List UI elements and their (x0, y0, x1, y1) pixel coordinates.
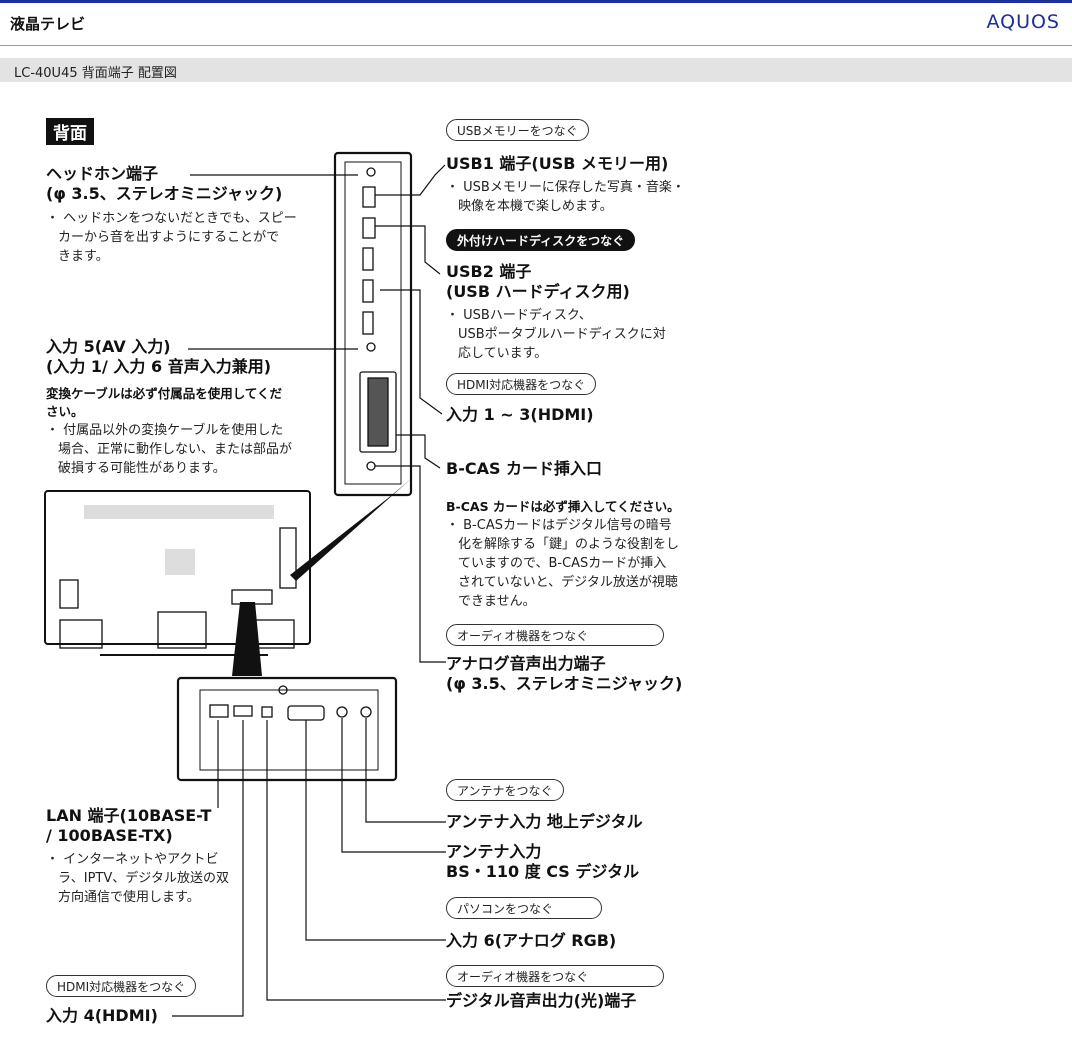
bs-antenna-spec: BS・110 度 CS デジタル (446, 862, 640, 881)
headphone-note-1: ・ ヘッドホンをつないだときでも、スピー (46, 211, 297, 226)
usb1-port (362, 186, 376, 208)
tv-leg-left (59, 619, 103, 649)
audio-device-pill: オーディオ機器をつなぐ (446, 624, 664, 646)
tv-side-terminals (279, 527, 297, 589)
lan-port (209, 704, 229, 718)
bottom-zoom-wedge (232, 602, 262, 676)
input5-note-1: ・ 付属品以外の変換ケーブルを使用した (46, 423, 284, 438)
bottom-panel-outline (176, 676, 398, 782)
bottom-panel-inner (199, 689, 379, 771)
analog-leader (375, 465, 446, 663)
side-panel-outline (333, 151, 413, 497)
hdmi-device-pill-2: HDMI対応機器をつなぐ (46, 975, 197, 997)
input5-note-2: 場合、正常に動作しない、または部品が (58, 442, 293, 457)
page-title: LC-40U45 背面端子 配置図 (14, 66, 177, 81)
hdmi-port-1 (362, 247, 374, 271)
terrestrial-leader (365, 718, 446, 823)
lan-note-2: ラ、IPTV、デジタル放送の双 (58, 871, 229, 886)
headphone-note-3: きます。 (58, 249, 109, 264)
terrestrial-antenna-port (360, 706, 372, 718)
hdmi-leader (380, 289, 443, 415)
headphone-note-2: カーから音を出すようにすることがで (58, 230, 280, 245)
headphone-jack (366, 167, 376, 177)
headphone-label: ヘッドホン端子 (46, 164, 159, 183)
hdmi-port-3 (362, 311, 374, 335)
rgb-port (287, 705, 325, 721)
lan-note-1: ・ インターネットやアクトビ (46, 852, 219, 867)
lan-note-3: 方向通信で使用します。 (58, 890, 200, 905)
section-label: 背面 (46, 118, 94, 145)
tv-bottom-terminals (231, 589, 273, 605)
input5-note-3: 破損する可能性があります。 (58, 461, 226, 476)
usb1-note-1: ・ USBメモリーに保存した写真・音楽・ (446, 180, 685, 195)
page-header: 液晶テレビ AQUOS (0, 3, 1072, 43)
usb2-label: USB2 端子 (446, 262, 532, 281)
side-panel-inner (344, 161, 402, 485)
usb2-leader (375, 225, 441, 275)
headphone-spec: (φ 3.5、ステレオミニジャック) (46, 184, 283, 203)
terrestrial-antenna-label: アンテナ入力 地上デジタル (446, 812, 643, 831)
top-accent-line (0, 0, 1072, 3)
analog-audio-jack (366, 461, 376, 471)
tv-label-area-2 (165, 549, 195, 575)
sub-title-bar: LC-40U45 背面端子 配置図 (0, 58, 1072, 82)
optical-leader (266, 720, 446, 1001)
analog-audio-label: アナログ音声出力端子 (446, 654, 606, 673)
hdmi4-leader (172, 720, 244, 1017)
lan-label: LAN 端子(10BASE-T (46, 806, 212, 825)
usb-memory-pill: USBメモリーをつなぐ (446, 119, 589, 141)
brand-logo: AQUOS (986, 11, 1060, 33)
bs-leader (341, 718, 446, 853)
tv-power-block (59, 579, 79, 609)
hdmi4-port (233, 705, 253, 717)
usb1-note-2: 映像を本機で楽しめます。 (458, 199, 613, 214)
app-title: 液晶テレビ (10, 15, 86, 33)
input5-warning-1: 変換ケーブルは必ず付属品を使用してくだ (46, 386, 283, 401)
usb2-note-2: USBポータブルハードディスクに対 (458, 327, 666, 342)
input5-warning-2: さい。 (46, 404, 84, 419)
input5-label: 入力 5(AV 入力) (46, 337, 171, 356)
input6-label: 入力 6(アナログ RGB) (446, 931, 617, 950)
bcas-note-5: できません。 (458, 594, 536, 609)
bcas-note-4: されていないと、デジタル放送が視聴 (458, 575, 678, 590)
external-hdd-pill: 外付けハードディスクをつなぐ (446, 229, 636, 251)
input1-3-label: 入力 1 ~ 3(HDMI) (446, 405, 594, 424)
antenna-pill: アンテナをつなぐ (446, 779, 564, 801)
lan-spec: / 100BASE-TX) (46, 826, 173, 845)
av-input-jack (366, 342, 376, 352)
bcas-leader (396, 434, 441, 469)
pc-pill: パソコンをつなぐ (446, 897, 602, 919)
usb1-leader (375, 164, 446, 196)
bcas-note-2: 化を解除する「鍵」のような役割をし (458, 537, 680, 552)
bcas-slot (367, 377, 389, 447)
usb2-port (362, 217, 376, 239)
bs-antenna-port (336, 706, 348, 718)
tv-label-area (84, 505, 274, 519)
bottom-panel-screw (278, 685, 288, 695)
bcas-slot-frame (359, 371, 397, 453)
usb2-spec: (USB ハードディスク用) (446, 282, 630, 301)
hdmi-device-pill: HDMI対応機器をつなぐ (446, 373, 597, 395)
analog-audio-spec: (φ 3.5、ステレオミニジャック) (446, 674, 683, 693)
usb2-note-3: 応しています。 (458, 346, 548, 361)
rgb-leader (305, 720, 446, 941)
audio-device-pill-2: オーディオ機器をつなぐ (446, 965, 664, 987)
bcas-note-1: ・ B-CASカードはデジタル信号の暗号 (446, 518, 672, 533)
bs-antenna-label: アンテナ入力 (446, 842, 542, 861)
bcas-note-3: ていますので、B-CASカードが挿入 (458, 556, 667, 571)
optical-audio-label: デジタル音声出力(光)端子 (446, 991, 637, 1010)
usb1-label: USB1 端子(USB メモリー用) (446, 154, 669, 173)
bcas-warning: B-CAS カードは必ず挿入してください。 (446, 499, 680, 514)
usb2-note-1: ・ USBハードディスク、 (446, 308, 592, 323)
tv-stand (157, 611, 207, 649)
side-zoom-wedge (290, 478, 412, 581)
header-divider (0, 45, 1072, 46)
hdmi-port-2 (362, 279, 374, 303)
input5-spec: (入力 1/ 入力 6 音声入力兼用) (46, 357, 272, 376)
input4-label: 入力 4(HDMI) (46, 1006, 158, 1025)
bcas-label: B-CAS カード挿入口 (446, 459, 603, 478)
optical-port (261, 706, 273, 718)
